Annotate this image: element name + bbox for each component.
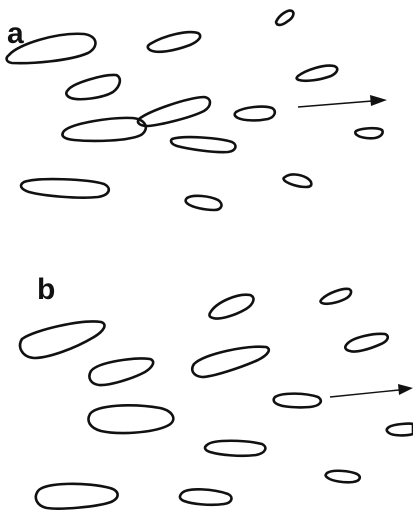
- direction-arrow-b: [330, 384, 413, 397]
- shape-b9: [88, 405, 173, 433]
- shape-b8: [387, 424, 413, 436]
- shape-b10: [205, 441, 265, 456]
- shape-a12: [284, 174, 312, 187]
- direction-arrow-a: [298, 95, 387, 107]
- shape-b6: [192, 347, 269, 377]
- shape-b1: [209, 295, 253, 319]
- shape-b4: [345, 334, 387, 352]
- shape-a4: [66, 75, 120, 99]
- shape-b2: [321, 289, 352, 304]
- shape-a11: [21, 179, 109, 198]
- shape-b5: [89, 359, 153, 386]
- shape-b12: [36, 484, 118, 509]
- shape-a10: [355, 128, 382, 138]
- panel-b: b: [20, 273, 413, 509]
- shape-a6: [138, 97, 210, 126]
- shape-b13: [180, 489, 232, 505]
- shape-a9: [171, 137, 235, 152]
- shape-a5: [297, 66, 338, 81]
- shape-a7: [62, 118, 145, 141]
- shape-b3: [20, 321, 104, 358]
- shape-a8: [235, 107, 275, 121]
- shape-a2: [148, 32, 200, 52]
- panel-b-label: b: [37, 273, 55, 306]
- panel-a: a: [7, 11, 387, 210]
- shape-b7: [274, 394, 321, 408]
- shape-a3: [276, 11, 293, 25]
- shape-b11: [326, 471, 360, 483]
- shape-a13: [186, 196, 222, 210]
